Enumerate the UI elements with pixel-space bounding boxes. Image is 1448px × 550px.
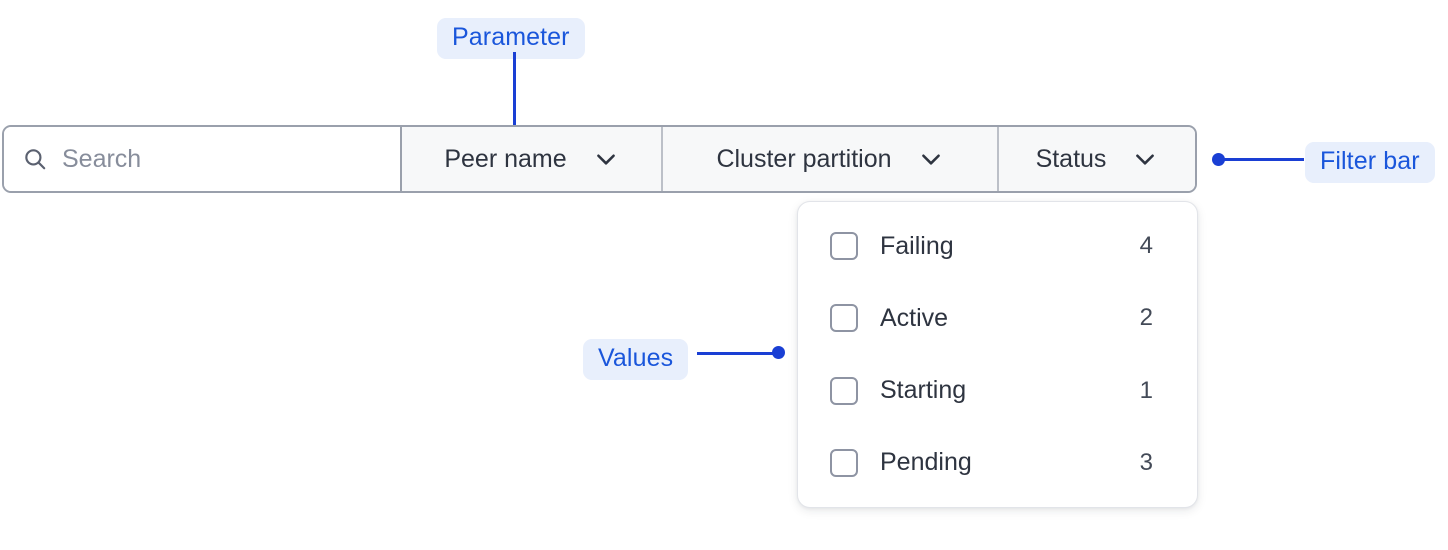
list-item[interactable]: Active 2 bbox=[830, 292, 1153, 344]
filter-dropdown-peer-name-label: Peer name bbox=[444, 144, 567, 173]
filter-dropdown-cluster-partition-label: Cluster partition bbox=[716, 144, 892, 173]
annotation-connector-values bbox=[697, 352, 779, 355]
list-item-label: Failing bbox=[880, 231, 954, 260]
chevron-down-icon bbox=[1132, 146, 1158, 172]
annotation-connector-parameter bbox=[513, 52, 516, 142]
list-item-count: 4 bbox=[1139, 232, 1153, 259]
filter-dropdown-status-label: Status bbox=[1035, 144, 1107, 173]
list-item-label: Starting bbox=[880, 376, 967, 405]
chevron-down-icon bbox=[918, 146, 944, 172]
search-icon bbox=[22, 146, 48, 172]
checkbox-starting[interactable] bbox=[830, 376, 858, 405]
list-item[interactable]: Starting 1 bbox=[830, 365, 1153, 417]
annotation-dot-values bbox=[772, 346, 785, 359]
filter-dropdown-cluster-partition[interactable]: Cluster partition bbox=[661, 127, 997, 191]
checkbox-active[interactable] bbox=[830, 304, 858, 333]
checkbox-pending[interactable] bbox=[830, 448, 858, 477]
search-field[interactable]: Search bbox=[4, 127, 402, 191]
list-item-count: 2 bbox=[1139, 304, 1153, 332]
filter-dropdown-status[interactable]: Status bbox=[997, 127, 1195, 191]
list-item-label: Active bbox=[880, 303, 949, 332]
list-item-count: 3 bbox=[1139, 448, 1153, 476]
annotation-dot-filter-bar bbox=[1212, 153, 1225, 166]
annotation-connector-filter-bar bbox=[1222, 158, 1304, 161]
filter-bar: Search Peer name Cluster partition Statu… bbox=[2, 125, 1197, 193]
list-item[interactable]: Failing 4 bbox=[830, 220, 1153, 272]
list-item-label: Pending bbox=[880, 448, 972, 477]
list-item[interactable]: Pending 3 bbox=[830, 437, 1153, 489]
filter-dropdown-peer-name[interactable]: Peer name bbox=[402, 127, 661, 191]
chevron-down-icon bbox=[593, 146, 619, 172]
annotation-label-values: Values bbox=[583, 339, 689, 380]
search-input-placeholder[interactable]: Search bbox=[62, 144, 142, 173]
list-item-count: 1 bbox=[1139, 376, 1153, 404]
annotation-label-filter-bar: Filter bar bbox=[1305, 142, 1435, 183]
annotation-label-parameter: Parameter bbox=[437, 18, 585, 59]
status-values-dropdown-panel: Failing 4 Active 2 Starting 1 Pending 3 bbox=[797, 201, 1198, 508]
checkbox-failing[interactable] bbox=[830, 232, 858, 260]
